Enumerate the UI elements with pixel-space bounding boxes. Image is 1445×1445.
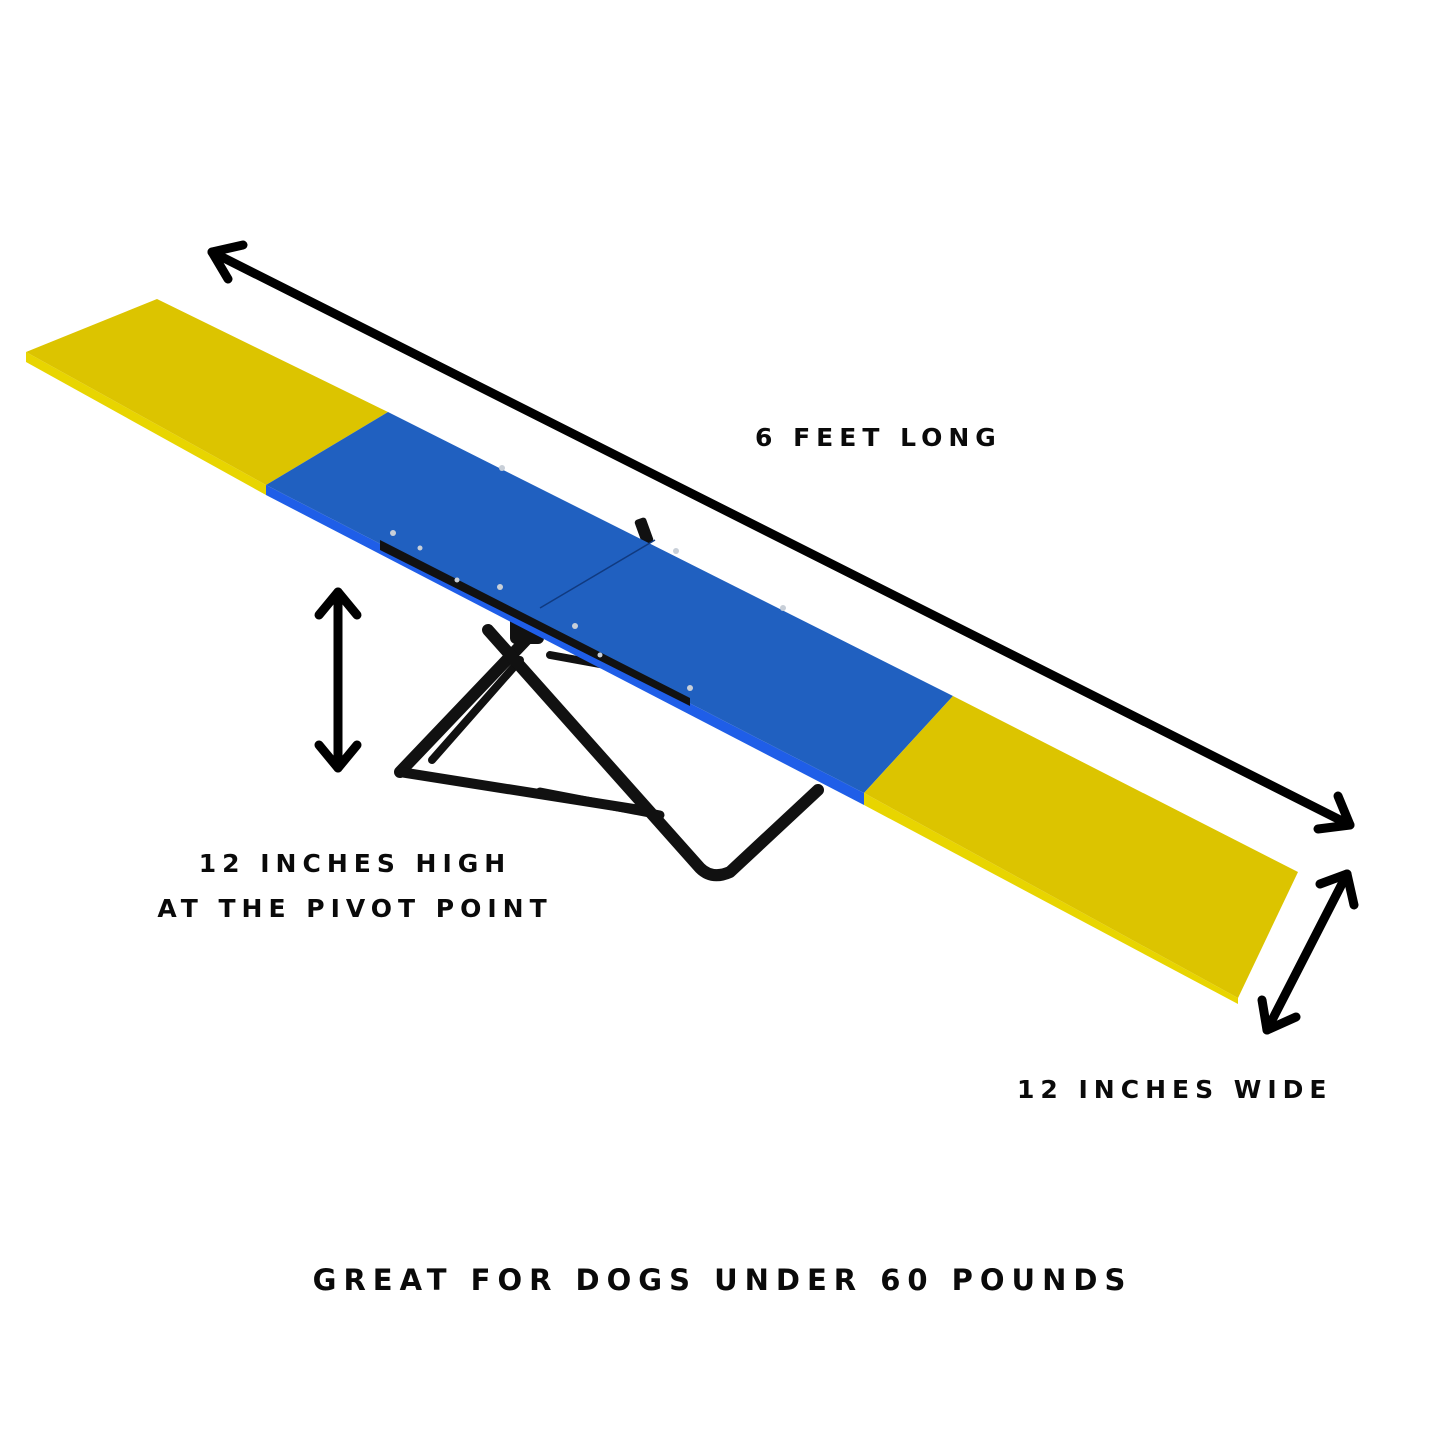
width-arrow-icon [1257, 869, 1359, 1035]
blue-center-section [266, 412, 953, 793]
length-arrow-icon [207, 240, 1355, 834]
tagline: GREAT FOR DOGS UNDER 60 POUNDS [312, 1263, 1133, 1297]
yellow-contact-zone-left [26, 299, 388, 485]
seesaw-frame [394, 517, 824, 882]
seesaw-board [26, 299, 1298, 1004]
height-label-line2: AT THE PIVOT POINT [157, 894, 553, 923]
length-label: 6 FEET LONG [755, 423, 1002, 452]
height-arrow-icon [314, 587, 362, 773]
height-label-line1: 12 INCHES HIGH [198, 849, 512, 878]
width-label: 12 INCHES WIDE [1017, 1075, 1333, 1104]
yellow-contact-zone-right [864, 696, 1298, 998]
